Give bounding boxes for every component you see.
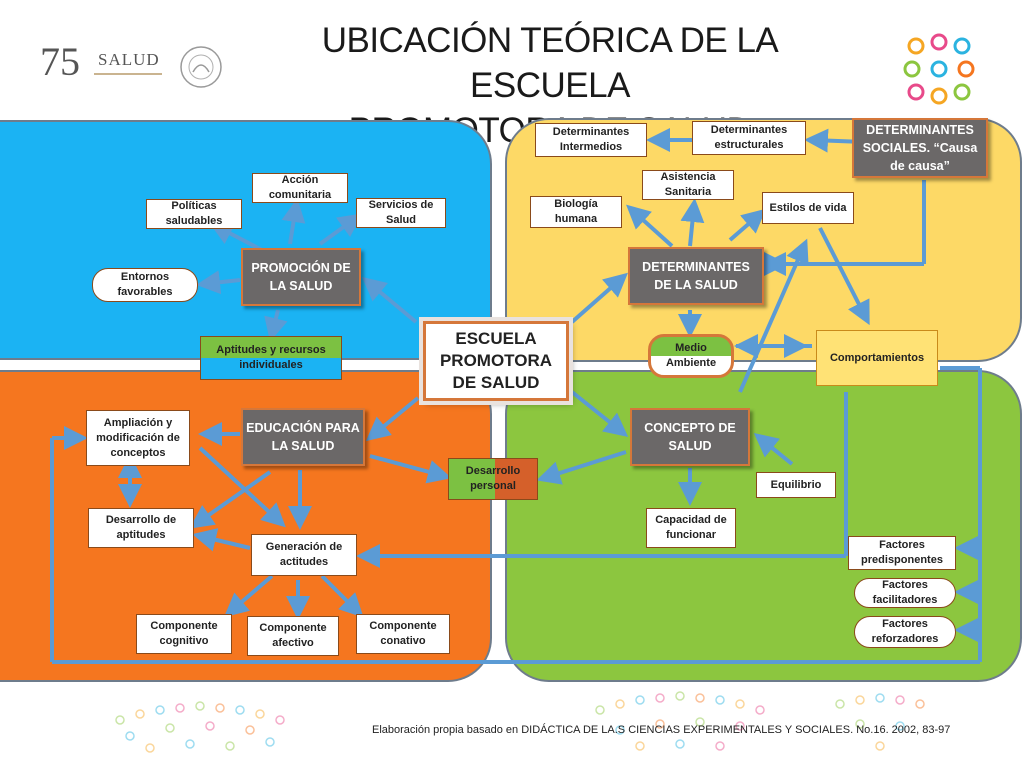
title-line-1: UBICACIÓN TEÓRICA DE LA ESCUELA [321, 21, 779, 105]
asistencia-label: Asistencia Sanitaria [660, 171, 716, 198]
entornos-box: Entornos favorables [92, 268, 198, 302]
equilibrio-label: Equilibrio [770, 478, 822, 491]
determinantes-box: DETERMINANTES DE LA SALUD [628, 247, 764, 305]
ampliacion-label: Ampliación y modificación de conceptos [96, 416, 180, 459]
intermedios-box: Determinantes Intermedios [535, 123, 647, 157]
cognitivo-box: Componente cognitivo [136, 614, 232, 654]
biologia-box: Biología humana [530, 196, 622, 228]
determinantes-label: DETERMINANTES DE LA SALUD [642, 260, 750, 292]
aptitudes-recursos-box: Aptitudes y recursos individuales [200, 336, 342, 380]
comportamientos-label: Comportamientos [829, 351, 925, 364]
medio-ambiente-label: Medio Ambiente [665, 342, 717, 369]
facilitadores-box: Factores facilitadores [854, 578, 956, 608]
estilos-label: Estilos de vida [769, 201, 847, 214]
servicios-label: Servicios de Salud [368, 199, 434, 226]
concepto-box: CONCEPTO DE SALUD [630, 408, 750, 466]
desarrollo-aptitudes-box: Desarrollo de aptitudes [88, 508, 194, 548]
facilitadores-label: Factores facilitadores [872, 579, 938, 606]
generacion-label: Generación de actitudes [265, 541, 343, 568]
politicas-box: Políticas saludables [146, 199, 242, 229]
logo-75: 75 [40, 39, 80, 84]
estructurales-label: Determinantes estructurales [710, 124, 788, 151]
logo-salud: SALUD [98, 50, 160, 69]
intermedios-label: Determinantes Intermedios [552, 126, 630, 153]
decorative-dot-pattern [115, 691, 925, 753]
aptitudes-recursos-label: Aptitudes y recursos individuales [216, 344, 326, 371]
sociales-box: DETERMINANTES SOCIALES. “Causa de causa” [852, 118, 988, 178]
estilos-box: Estilos de vida [762, 192, 854, 224]
cognitivo-label: Componente cognitivo [150, 620, 218, 647]
promocion-box: PROMOCIÓN DE LA SALUD [241, 248, 361, 306]
educacion-label: EDUCACIÓN PARA LA SALUD [246, 421, 360, 453]
asistencia-box: Asistencia Sanitaria [642, 170, 734, 200]
educacion-box: EDUCACIÓN PARA LA SALUD [241, 408, 365, 466]
predisponentes-box: Factores predisponentes [848, 536, 956, 570]
footnote: Elaboración propia basado en DIDÁCTICA D… [372, 724, 951, 736]
comportamientos-box: Comportamientos [816, 330, 938, 386]
conativo-label: Componente conativo [369, 620, 437, 647]
afectivo-label: Componente afectivo [259, 622, 327, 649]
coat-of-arms-icon [180, 46, 222, 88]
conativo-box: Componente conativo [356, 614, 450, 654]
concepto-label: CONCEPTO DE SALUD [644, 421, 736, 453]
reforzadores-label: Factores reforzadores [871, 618, 939, 645]
accion-box: Acción comunitaria [252, 173, 348, 203]
generacion-box: Generación de actitudes [251, 534, 357, 576]
politicas-label: Políticas saludables [165, 200, 223, 227]
servicios-box: Servicios de Salud [356, 198, 446, 228]
medio-ambiente-box: Medio Ambiente [648, 334, 734, 378]
accion-label: Acción comunitaria [268, 174, 332, 201]
promocion-label: PROMOCIÓN DE LA SALUD [251, 261, 351, 293]
afectivo-box: Componente afectivo [247, 616, 339, 656]
capacidad-label: Capacidad de funcionar [655, 514, 727, 541]
sociales-label: DETERMINANTES SOCIALES. “Causa de causa” [862, 123, 978, 173]
desarrollo-personal-box: Desarrollo personal [448, 458, 538, 500]
center-box: ESCUELA PROMOTORA DE SALUD [423, 321, 569, 401]
logo-underline [94, 73, 162, 75]
estructurales-box: Determinantes estructurales [692, 121, 806, 155]
center-label: ESCUELA PROMOTORA DE SALUD [439, 329, 553, 392]
predisponentes-label: Factores predisponentes [861, 539, 943, 566]
capacidad-box: Capacidad de funcionar [646, 508, 736, 548]
entornos-label: Entornos favorables [117, 271, 173, 298]
equilibrio-box: Equilibrio [756, 472, 836, 498]
desarrollo-personal-label: Desarrollo personal [465, 465, 521, 492]
desarrollo-aptitudes-label: Desarrollo de aptitudes [105, 514, 177, 541]
circles-logo-icon [903, 33, 975, 105]
biologia-label: Biología humana [554, 198, 598, 225]
reforzadores-box: Factores reforzadores [854, 616, 956, 648]
quadrant-blue [0, 120, 492, 360]
ampliacion-box: Ampliación y modificación de conceptos [86, 410, 190, 466]
